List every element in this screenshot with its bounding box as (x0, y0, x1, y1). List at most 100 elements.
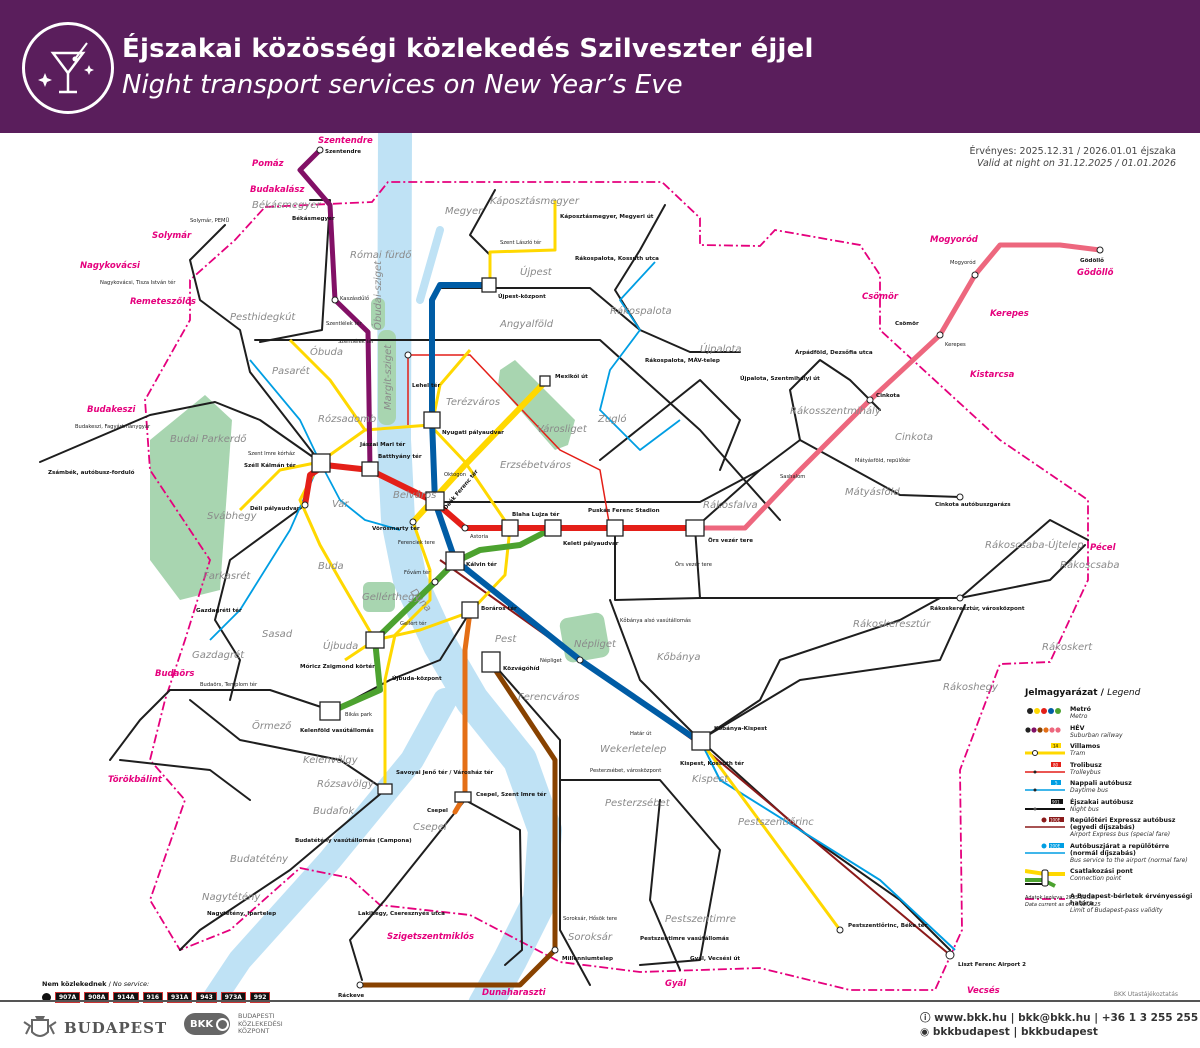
hev-h5-line[interactable] (297, 147, 373, 473)
contact-links[interactable]: www.bkk.hu | bkk@bkk.hu | +36 1 3 255 25… (934, 1012, 1199, 1024)
node-mexikoi[interactable] (539, 375, 551, 387)
tram-line-61[interactable] (238, 460, 321, 512)
night-bus-line[interactable] (789, 359, 881, 441)
node-puskas[interactable] (606, 519, 624, 537)
district-label: Pestszentimre (665, 914, 736, 925)
node-kobanya-kispest[interactable] (691, 731, 711, 751)
airport-bus-line-200E[interactable] (699, 739, 956, 951)
night-bus-line[interactable] (189, 699, 386, 791)
night-bus-line[interactable] (434, 469, 761, 503)
district-label: Óbuda (310, 345, 343, 358)
hev-h7-line[interactable] (452, 609, 473, 815)
station-label: Újpalota, Szentmihályi út (740, 375, 820, 382)
district-label: Budatétény (230, 853, 289, 865)
district-label: Rákosszentmihály (790, 405, 882, 417)
night-bus-line[interactable] (254, 339, 781, 521)
day-bus-line[interactable] (599, 261, 681, 451)
node-blaha[interactable] (501, 519, 519, 537)
day-bus-line[interactable] (319, 461, 401, 531)
route-badge: 914A (113, 992, 139, 1003)
night-bus-line[interactable] (559, 779, 721, 966)
night-bus-line[interactable] (599, 379, 741, 471)
night-bus-line[interactable] (464, 799, 523, 966)
hev-h8-h9-line[interactable] (692, 242, 1103, 531)
node-nyugati[interactable] (423, 411, 441, 429)
district-label: Pest (495, 634, 517, 645)
settlement-label: Pomáz (252, 159, 284, 169)
route-badge: 943 (196, 992, 217, 1003)
node-kalvin[interactable] (445, 551, 465, 571)
route-badge: 916 (142, 992, 164, 1003)
district-label: Népliget (574, 638, 617, 650)
night-bus-line[interactable] (699, 597, 941, 741)
district-label: Erzsébetváros (500, 459, 571, 471)
station-label: Bikás park (345, 711, 372, 718)
metro-m2-line[interactable] (302, 462, 698, 531)
node-kelenfold[interactable] (319, 701, 341, 721)
district-label: Pesthidegkút (230, 311, 296, 323)
node-szell-kalman[interactable] (311, 453, 331, 473)
district-label: Vár (332, 498, 349, 510)
district-label: Újbuda (323, 639, 358, 652)
node-keleti[interactable] (544, 519, 562, 537)
station-label: Oktogon (444, 472, 466, 478)
connection-points (311, 277, 711, 803)
node-budafok[interactable] (377, 783, 393, 795)
settlement-label: Vecsés (967, 985, 1000, 996)
tram-line-14[interactable] (488, 200, 557, 288)
night-bus-line[interactable] (109, 689, 331, 761)
node-ujpest[interactable] (481, 277, 497, 293)
tram-line-50[interactable] (698, 739, 842, 931)
station-label: Nagykovácsi, Tisza István tér (100, 279, 176, 286)
node-moricz[interactable] (365, 631, 385, 649)
night-bus-line[interactable] (189, 224, 321, 463)
district-label: Terézváros (446, 396, 500, 408)
night-bus-line[interactable] (39, 401, 321, 463)
station-label: Cinkota autóbuszgarázs (935, 501, 1011, 508)
metro-m4-line[interactable] (327, 525, 556, 715)
station-label: Szent Imre kórház (248, 450, 295, 457)
night-bus-line[interactable] (349, 799, 466, 981)
night-bus-line[interactable] (489, 659, 591, 986)
night-bus-line[interactable] (649, 799, 681, 971)
district-label: Rózsavölgy (317, 778, 375, 790)
node-ors[interactable] (685, 519, 705, 537)
node-deak[interactable] (425, 491, 445, 511)
settlement-label: Szigetszentmiklós (387, 931, 474, 942)
night-bus-line[interactable] (959, 519, 1089, 599)
night-bus-line[interactable] (694, 527, 1086, 599)
night-bus-line[interactable] (614, 527, 701, 601)
tram-line-1[interactable] (431, 349, 472, 421)
tram-line-47[interactable] (383, 521, 432, 790)
node-batthyany[interactable] (361, 461, 379, 477)
night-bus-line[interactable] (259, 199, 331, 343)
node-kozvagohid[interactable] (481, 651, 501, 673)
route-badge: 992 (249, 992, 271, 1003)
night-bus-line[interactable] (214, 504, 306, 701)
tram-lines (238, 200, 842, 931)
night-bus-line[interactable] (609, 599, 701, 741)
day-bus-line[interactable] (249, 359, 321, 463)
metro-m3-line[interactable] (429, 282, 703, 745)
trolleybus-line-75[interactable] (407, 354, 611, 529)
station-label: Rákospalota, Kossuth utca (575, 255, 659, 262)
social-links[interactable]: bkkbudapest | bkkbudapest (932, 1026, 1098, 1038)
night-bus-line[interactable] (439, 287, 741, 353)
night-bus-line[interactable] (699, 604, 966, 741)
night-bus-line[interactable] (119, 759, 251, 801)
settlement-label: Budakeszi (87, 405, 136, 415)
tram-line-17[interactable] (288, 338, 367, 431)
node-csepel[interactable] (454, 791, 472, 803)
station-label: Árpádföld, Dezsőfia utca (795, 349, 873, 356)
district-label: Sasad (262, 629, 293, 640)
night-bus-line[interactable] (179, 789, 386, 951)
route-badge: 973A (220, 992, 246, 1003)
legend-title: Jelmagyarázat / Legend (1025, 688, 1141, 698)
night-bus-line[interactable] (699, 739, 951, 951)
station-label: Kálvin tér (466, 561, 497, 568)
legend-item-airport-express: 100E Repülőtéri Expressz autóbusz (egyed… (1025, 817, 1195, 838)
node-boraros[interactable] (461, 601, 479, 619)
